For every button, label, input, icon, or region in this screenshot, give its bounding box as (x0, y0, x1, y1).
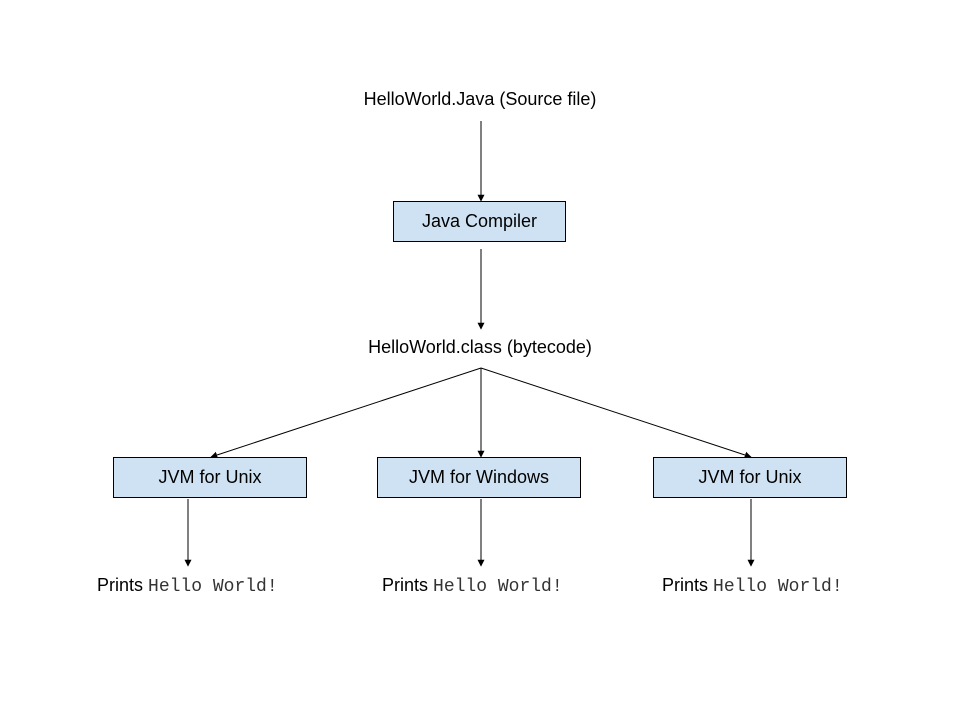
output-code: Hello World! (148, 577, 278, 597)
output-prefix: Prints (97, 575, 144, 595)
output-code: Hello World! (713, 577, 843, 597)
arrow-bytecode-to-jvm-unix-left (210, 367, 482, 459)
jvm-unix-left-box: JVM for Unix (113, 457, 307, 498)
output-windows: Prints Hello World! (382, 574, 563, 598)
arrow-bytecode-to-jvm-unix-right (480, 367, 752, 459)
output-prefix: Prints (382, 575, 429, 595)
java-compiler-box: Java Compiler (393, 201, 566, 242)
bytecode-label: HelloWorld.class (bytecode) (368, 337, 592, 357)
source-file-label: HelloWorld.Java (Source file) (363, 89, 597, 109)
output-unix-right: Prints Hello World! (662, 574, 843, 598)
jvm-windows-box: JVM for Windows (377, 457, 581, 498)
jvm-unix-right-box: JVM for Unix (653, 457, 847, 498)
output-code: Hello World! (433, 577, 563, 597)
output-unix-left: Prints Hello World! (97, 574, 278, 598)
output-prefix: Prints (662, 575, 709, 595)
